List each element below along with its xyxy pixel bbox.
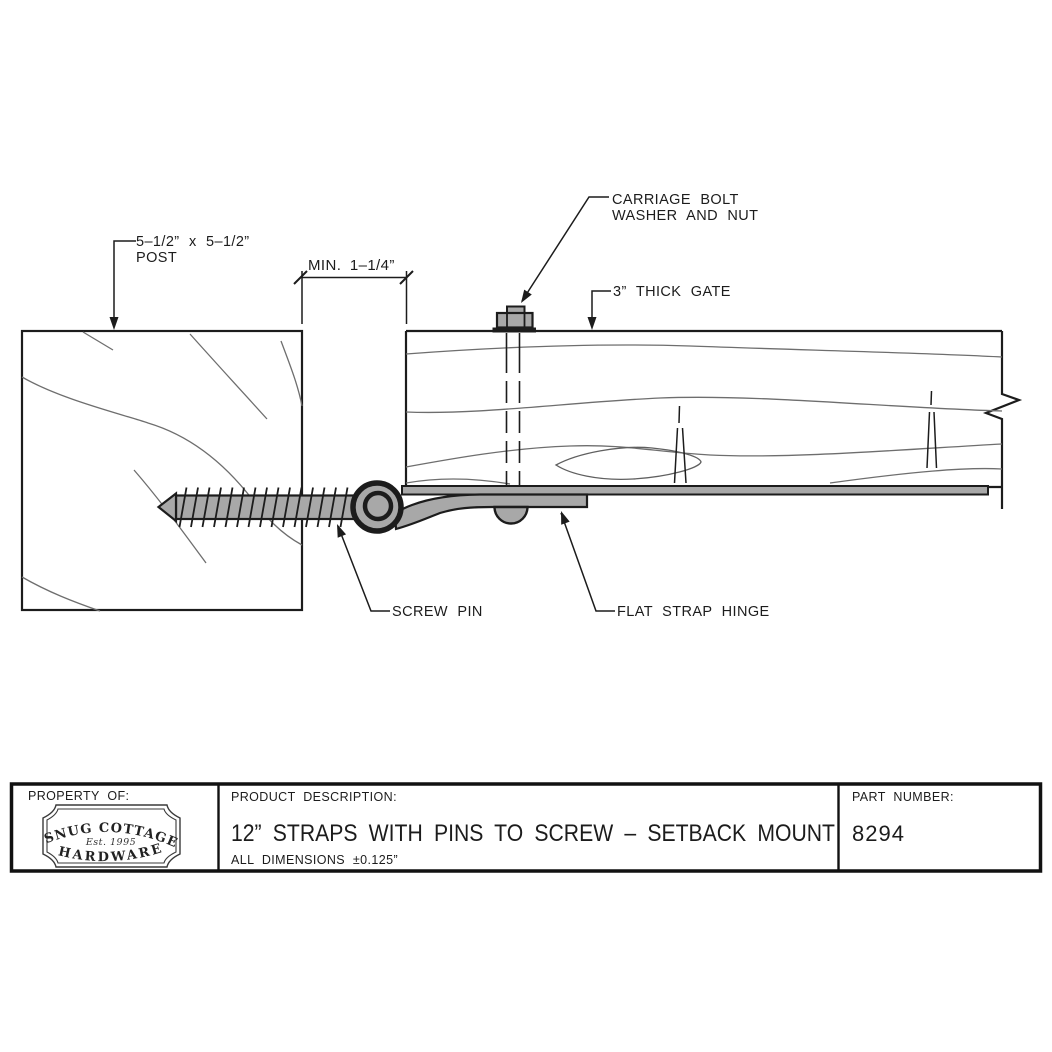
post-outline (20, 329, 304, 612)
gate (404, 329, 1023, 509)
post-leader-arrow (109, 317, 119, 330)
post-label-line2: POST (136, 250, 177, 266)
screw-pin (156, 487, 364, 528)
screw-pin-leader-arrow (337, 524, 347, 538)
screw-threads (178, 487, 349, 528)
gate-leader-arrow (587, 317, 597, 330)
carriage-label-line1: CARRIAGE BOLT (612, 192, 739, 208)
product-description-label: PRODUCT DESCRIPTION: (231, 790, 397, 804)
gap-dimension-text: MIN. 1–1/4” (308, 257, 395, 274)
wood-check-right (926, 390, 938, 469)
strap-blade (401, 485, 989, 496)
product-description-cell: PRODUCT DESCRIPTION: 12” STRAPS WITH PIN… (231, 790, 835, 867)
screw-tip (156, 491, 178, 524)
washer (492, 327, 536, 333)
title-block: PROPERTY OF: SNUG COTTAGE Est. 1995 HARD… (9, 782, 1043, 873)
logo-plaque-inner (46, 808, 177, 864)
strap-setback-plate (393, 493, 589, 531)
part-number-cell: PART NUMBER: 8294 (852, 790, 954, 846)
carriage-bolt-nut-assembly (492, 305, 536, 333)
screw-pin-leader (337, 525, 390, 612)
flat-strap-hinge (350, 480, 989, 534)
post-wood-grain (21, 331, 303, 612)
carriage-leader-arrow (521, 289, 532, 303)
wood-knot (554, 446, 702, 480)
hex-nut-facets (506, 313, 526, 328)
logo-est: Est. 1995 (85, 837, 136, 848)
hinge-pin (362, 490, 394, 522)
post-label-line1: 5–1/2” x 5–1/2” (136, 234, 250, 250)
annotations: 5–1/2” x 5–1/2” POST CARRIAGE BOLT WASHE… (109, 192, 770, 620)
logo-plaque-outer (42, 804, 181, 868)
strap-hinge-leader (560, 512, 615, 612)
part-number-value: 8294 (852, 821, 905, 846)
carriage-label-line2: WASHER AND NUT (612, 208, 758, 224)
part-number-label: PART NUMBER: (852, 790, 954, 804)
title-block-border (9, 782, 1043, 873)
hex-nut (495, 311, 534, 329)
property-of-label: PROPERTY OF: (28, 789, 129, 803)
carriage-bolt-head (493, 505, 529, 525)
screw-pin-label: SCREW PIN (392, 604, 483, 620)
wood-check-left (673, 405, 687, 484)
gate-leader (591, 290, 611, 324)
gate-label: 3” THICK GATE (613, 284, 731, 300)
gap-dimension: MIN. 1–1/4” (293, 257, 414, 324)
gate-break-edge (982, 331, 1023, 509)
carriage-bolt-shank (505, 333, 521, 505)
product-description-value: 12” STRAPS WITH PINS TO SCREW – SETBACK … (231, 820, 835, 847)
dimension-ticks (293, 270, 414, 285)
post-leader (113, 240, 136, 322)
post (20, 329, 304, 612)
carriage-leader (521, 196, 609, 302)
gate-wood-grain (405, 344, 1003, 485)
strap-hinge-label: FLAT STRAP HINGE (617, 604, 770, 620)
tolerance-note: ALL DIMENSIONS ±0.125” (231, 853, 398, 867)
extension-lines (301, 271, 408, 324)
strap-hinge-leader-arrow (561, 511, 570, 525)
